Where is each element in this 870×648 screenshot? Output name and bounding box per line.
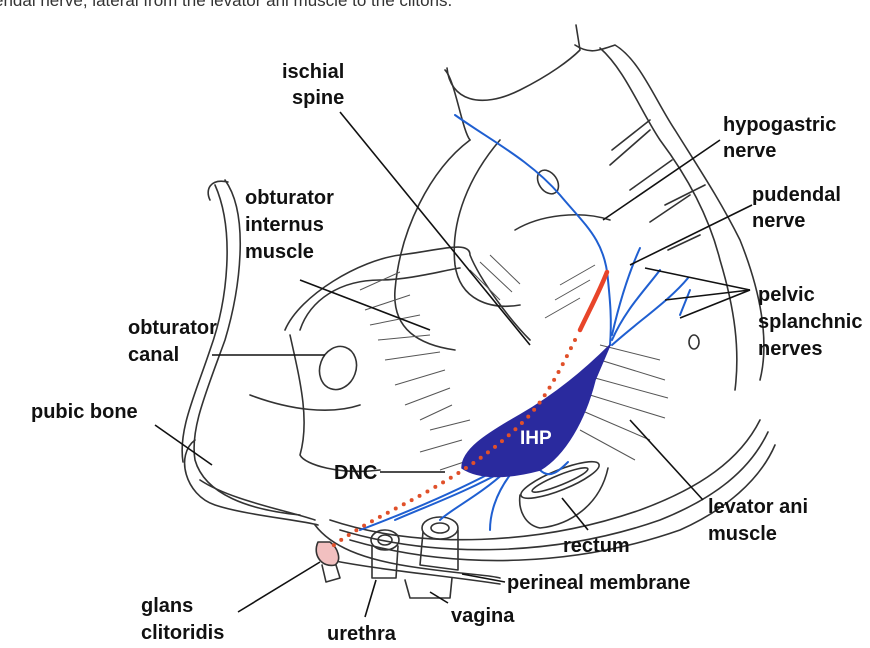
label-pudendal-nerve: pudendal nerve [752,184,846,232]
pelvis-outline [181,24,776,599]
label-dnc: DNC [334,462,377,484]
label-vagina: vagina [451,605,515,627]
label-ischial-spine: ischial spine [282,61,350,109]
hypogastric-nerve-path [454,114,612,346]
label-pelvic-splanchnic-nerves: pelvic splanchnic nerves [758,284,868,360]
figure-caption: endal nerve, lateral from the levator an… [0,0,870,11]
label-ihp: IHP [520,428,552,449]
splanchnic-nerves-path [611,247,691,346]
pudendal-nerve-red [577,269,610,333]
label-perineal-membrane: perineal membrane [507,572,690,594]
label-glans-clitoridis: glans clitoridis [141,595,224,644]
dorsal-nerve-of-clitoris-dotted [328,338,577,550]
labels: ischial spine hypogastric nerve pudendal… [31,61,868,645]
label-levator-ani-muscle: levator ani muscle [708,496,814,545]
leader-lines [154,111,753,618]
label-pubic-bone: pubic bone [31,401,138,423]
label-obturator-internus-muscle: obturator internus muscle [245,187,339,263]
label-hypogastric-nerve: hypogastric nerve [723,114,842,162]
label-obturator-canal: obturator canal [128,317,222,366]
inferior-hypogastric-plexus [461,344,611,478]
label-rectum: rectum [563,535,630,557]
caption-text: endal nerve, lateral from the levator an… [0,0,453,10]
label-urethra: urethra [327,623,397,645]
